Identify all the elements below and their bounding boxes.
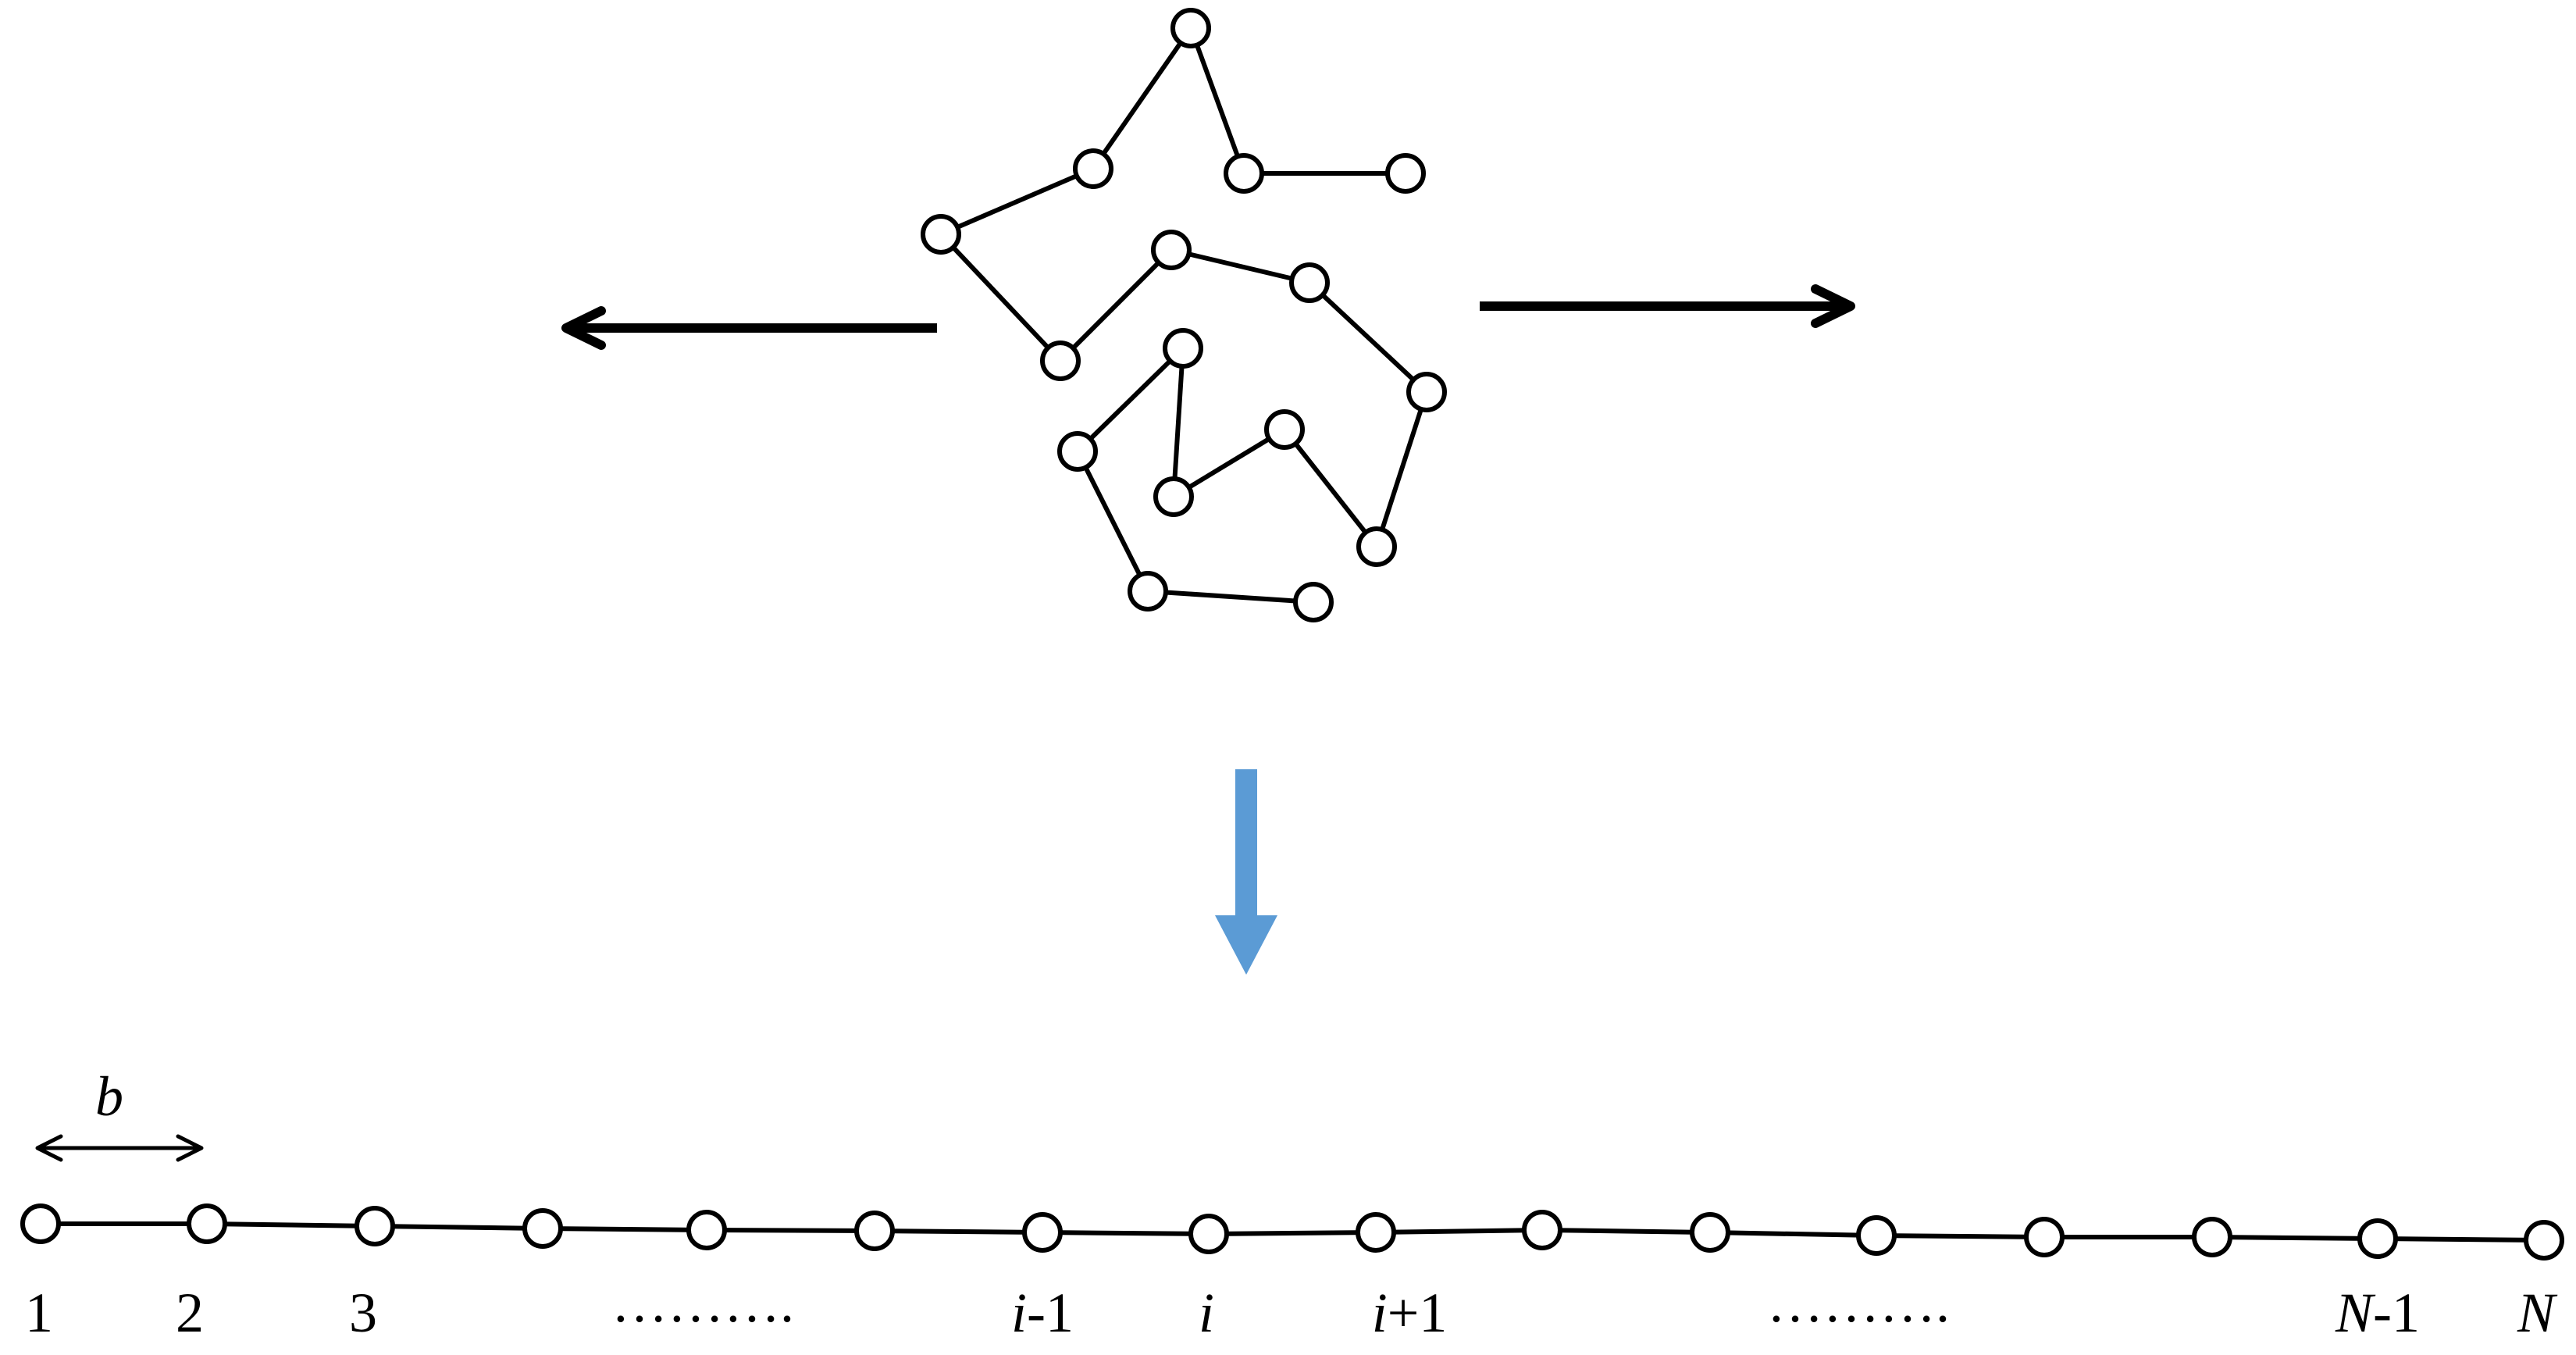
coiled-bead [1289, 262, 1330, 303]
bond-length-dimension: b [35, 1065, 204, 1162]
ellipsis-right: ………. [1767, 1271, 1950, 1334]
coiled-bead [1163, 328, 1203, 369]
bead-label-i: i [1199, 1282, 1214, 1344]
coiled-bead [1040, 341, 1081, 381]
chain-bead [1188, 1214, 1229, 1254]
bead-label-i-plus-1: i+1 [1372, 1282, 1448, 1344]
chain-bead [2192, 1217, 2232, 1257]
coiled-bead [1170, 8, 1211, 48]
coiled-bead [1406, 372, 1447, 412]
coiled-bead [1128, 571, 1168, 612]
coiled-chain-bonds [936, 23, 1430, 604]
right-stretch-arrow [1480, 284, 1855, 328]
chain-bead [686, 1210, 727, 1250]
bead-label-N-minus-1: N-1 [2335, 1282, 2420, 1344]
coiled-bead [1385, 153, 1426, 194]
chain-bead [2524, 1220, 2564, 1261]
coiled-bead [1264, 409, 1305, 450]
chain-bead [1690, 1212, 1730, 1253]
coiled-bead [1224, 153, 1264, 194]
transform-arrow-shaft [1235, 769, 1257, 916]
chain-bead [1022, 1212, 1063, 1253]
stretched-chain [20, 1203, 2564, 1261]
bead-label-3: 3 [349, 1282, 377, 1344]
chain-bead [1356, 1212, 1396, 1253]
chain-bead [355, 1206, 395, 1246]
chain-bead [854, 1211, 895, 1251]
coiled-bead [921, 214, 961, 255]
bond-length-label: b [95, 1065, 123, 1128]
left-stretch-arrow [561, 306, 937, 350]
coiled-bead [1293, 582, 1334, 622]
chain-bead [1856, 1215, 1897, 1256]
coiled-bead [1073, 148, 1113, 189]
chain-bead [2357, 1218, 2398, 1259]
coiled-bead [1153, 476, 1194, 517]
bead-label-i-minus-1: i-1 [1011, 1282, 1074, 1344]
chain-bead [187, 1203, 227, 1244]
chain-bead [522, 1208, 563, 1249]
bead-label-2: 2 [176, 1282, 204, 1344]
coiled-chain-beads [921, 8, 1447, 622]
coiled-chain [921, 8, 1447, 622]
coiled-bead [1057, 431, 1098, 472]
transform-arrow-head [1215, 915, 1277, 975]
chain-bead [2024, 1217, 2065, 1257]
bead-index-labels: 1 2 3 ………. i-1 i i+1 ………. N-1 N [25, 1271, 2558, 1344]
stretched-chain-beads [20, 1203, 2564, 1261]
bead-label-1: 1 [25, 1282, 53, 1344]
ellipsis-left: ………. [611, 1271, 794, 1334]
chain-bead [1522, 1210, 1562, 1250]
coiled-bead [1356, 526, 1397, 567]
transform-arrow [1215, 769, 1277, 975]
stretched-chain-bonds [41, 1221, 2545, 1243]
coiled-bead [1151, 230, 1192, 270]
chain-bead [20, 1203, 61, 1244]
bead-label-N: N [2517, 1282, 2558, 1344]
